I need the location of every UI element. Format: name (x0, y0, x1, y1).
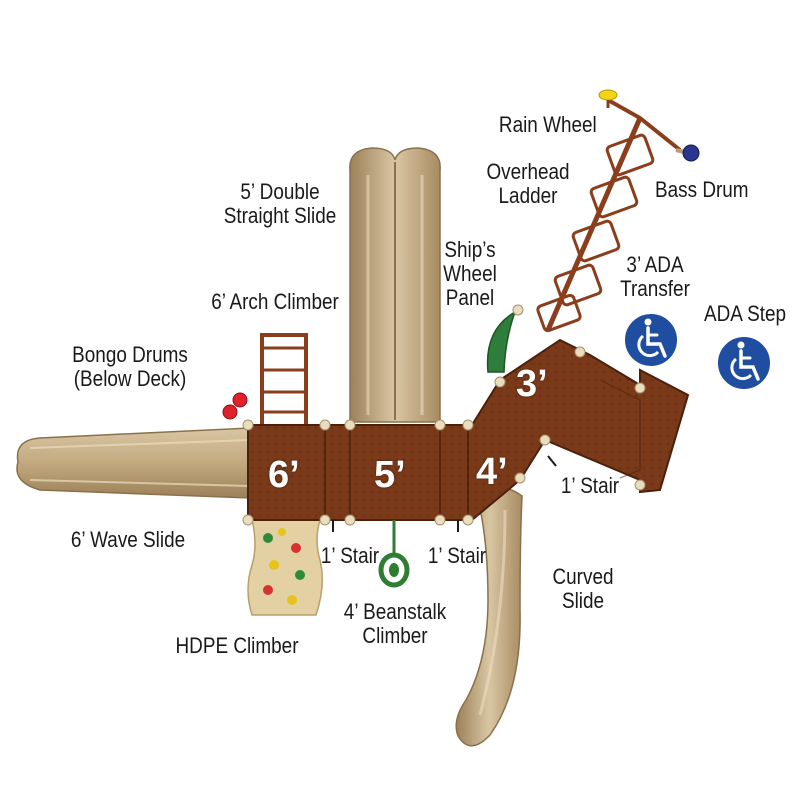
hdpe-climber (247, 519, 323, 616)
curved-slide (455, 487, 523, 747)
deck-label-3: 3’ (516, 363, 548, 405)
rain-wheel-label: Rain Wheel (499, 112, 597, 137)
bass-drum-label: Bass Drum (655, 177, 749, 202)
beanstalk-climber (378, 520, 410, 588)
hdpe-climber-label: HDPE Climber (175, 633, 299, 658)
wave-slide-label: 6’ Wave Slide (70, 527, 186, 552)
ships-wheel-panel (486, 310, 517, 373)
wave-slide (16, 427, 251, 499)
ada-step-wheelchair-icon (716, 335, 772, 391)
arch-climber-label: 6’ Arch Climber (211, 289, 339, 314)
stair-label-1: 1’ Stair (320, 543, 380, 568)
leader-lines (332, 455, 557, 532)
bongo-drums (222, 392, 248, 420)
stair-label-3: 1’ Stair (560, 473, 620, 498)
overhead-ladder (536, 98, 682, 333)
deck-label-6: 6’ (268, 454, 300, 496)
arch-climber (260, 333, 308, 425)
bongo-drums-label: Bongo Drums(Below Deck) (72, 342, 188, 391)
bass-drum (675, 144, 700, 162)
stair-label-2: 1’ Stair (427, 543, 487, 568)
deck-label-5: 5’ (374, 454, 406, 496)
double-straight-slide (349, 147, 441, 423)
ada-step-label: ADA Step (703, 301, 787, 326)
ada-transfer-wheelchair-icon (623, 312, 679, 368)
rain-wheel (598, 89, 618, 108)
deck-posts (242, 304, 646, 526)
deck-label-4: 4’ (476, 451, 508, 493)
